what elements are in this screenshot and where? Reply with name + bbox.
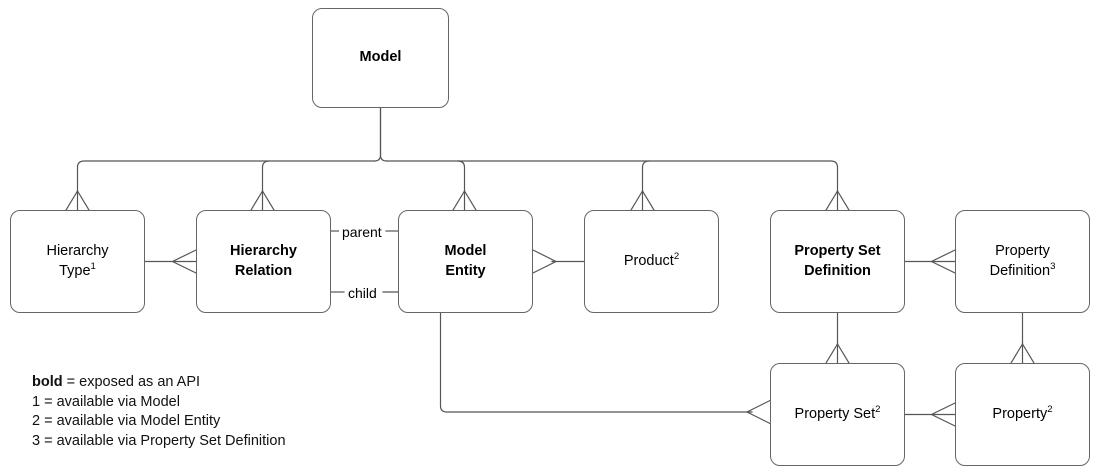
node-property-set[interactable]: Property Set2 [770,363,905,466]
edge-label-parent: parent [339,224,385,240]
legend-line-3: 2 = available via Model Entity [32,412,286,432]
edge-model-trunk [373,107,382,162]
edge-drop-model-entity [457,160,466,192]
arrow-up-model-entity [452,189,477,211]
legend-line-4: 3 = available via Property Set Definitio… [32,432,286,452]
arrow-up-product [630,189,655,211]
legend-key-2: 2 [32,413,41,429]
node-property-definition-superscript: 3 [1050,260,1056,272]
node-model-label: Model [359,49,402,66]
arrow-right-product [532,249,558,274]
legend-text-3: = available via Model Entity [40,413,221,429]
arrow-left-propertyset [745,399,771,425]
arrow-left-pset-h [930,402,956,427]
legend: bold = exposed as an API 1 = available v… [32,373,286,451]
node-property[interactable]: Property2 [955,363,1090,466]
node-property-set-label: Property Set2 [794,404,881,422]
edge-mentity-propertyset [439,312,753,413]
arrow-left-htype [171,249,197,274]
node-property-superscript: 2 [1047,404,1053,416]
node-property-label: Property2 [992,404,1053,422]
node-property-set-superscript: 2 [875,404,881,416]
node-hierarchy-type-superscript: 1 [90,260,96,272]
node-model[interactable]: Model [312,8,449,108]
edge-drop-property-definition [641,160,650,192]
arrow-up-property-set-def [825,189,850,211]
edge-drop-hierarchy-relation [261,160,270,192]
arrow-left-psdef [930,249,956,274]
arrow-up-pset [825,342,850,364]
node-product-superscript: 2 [673,251,680,263]
legend-key-3: 3 [32,432,41,449]
edge-model-trunk-right [379,107,388,162]
legend-key-bold: bold [32,374,63,390]
arrow-up-hierarchy-type [65,189,90,211]
arrow-up-property [1010,342,1035,364]
legend-text-2: = available via Model [40,393,180,410]
legend-line-2: 1 = available via Model [32,393,286,413]
legend-text-1: = exposed as an API [62,374,201,390]
edge-bus-left [76,160,376,192]
edge-label-child: child [345,285,380,301]
edge-bus-right [385,160,839,192]
legend-key-1: 1 [32,393,41,410]
arrow-up-hierarchy-relation [250,189,275,211]
node-product[interactable]: Product2 [584,210,719,313]
legend-line-1: bold = exposed as an API [32,373,286,393]
node-product-label: Product2 [623,251,680,269]
legend-text-4: = available via Property Set Definition [40,432,286,449]
